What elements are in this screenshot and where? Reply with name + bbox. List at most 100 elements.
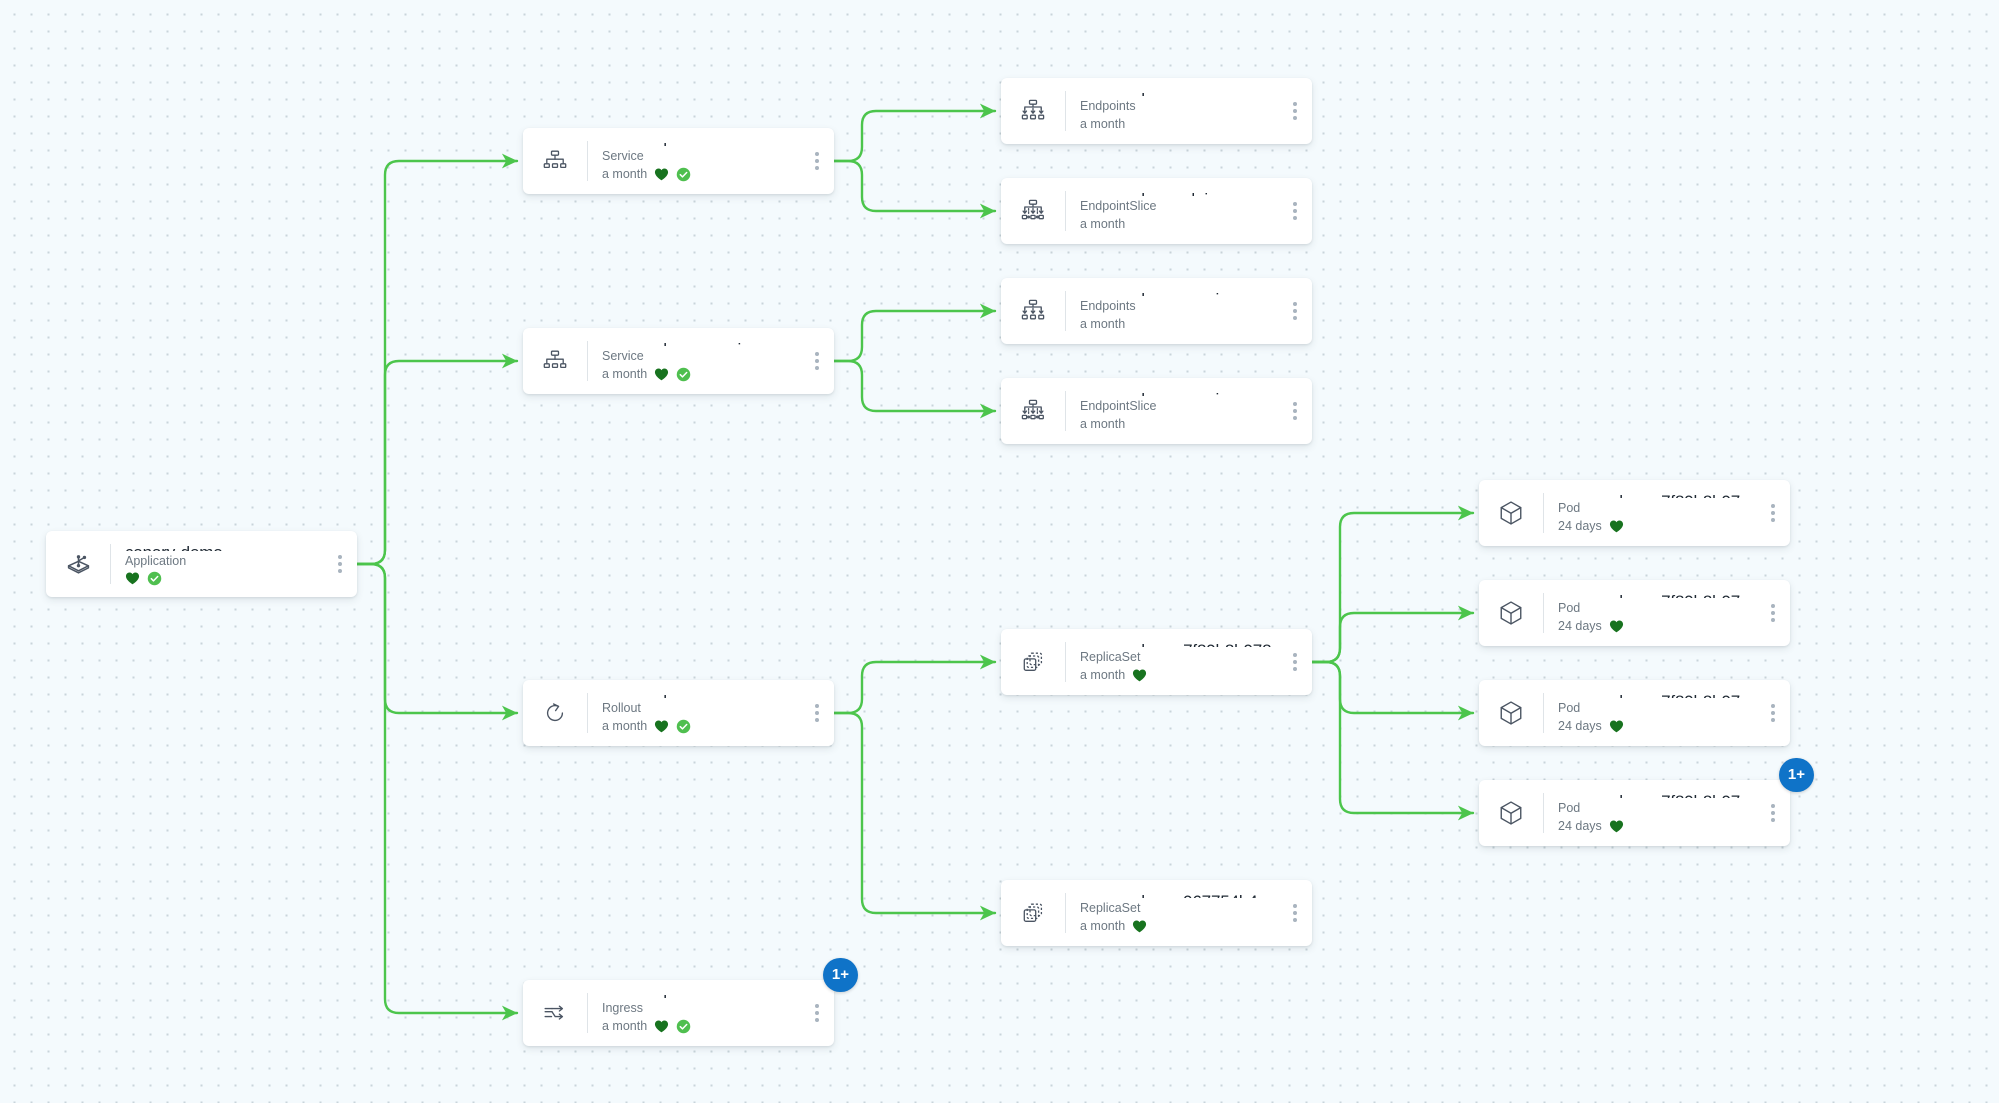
node-divider	[587, 141, 588, 181]
node-body: canary-demo Service a month	[588, 128, 804, 194]
resource-node-endpointslice-preview[interactable]: canary-demo-preview-v... EndpointSlice a…	[1001, 378, 1312, 444]
node-meta: a month	[1080, 667, 1282, 684]
node-kebab-menu-button[interactable]	[804, 128, 830, 194]
resource-node-ingress[interactable]: canary-demo Ingress a month 1+	[523, 958, 858, 1054]
node-kebab-menu-button[interactable]	[804, 980, 830, 1046]
node-kebab-menu-button[interactable]	[1282, 629, 1308, 695]
kebab-dot	[815, 1004, 819, 1008]
node-kebab-menu-button[interactable]	[1282, 880, 1308, 946]
node-meta: a month	[602, 718, 804, 735]
node-age: 24 days	[1558, 819, 1602, 833]
pod-icon	[1479, 680, 1543, 746]
node-title: canary-demo-7f89b8b978	[1080, 640, 1282, 647]
kebab-dot	[1293, 653, 1297, 657]
node-body: canary-demo-preview Service a month	[588, 328, 804, 394]
health-heart-icon	[654, 367, 669, 382]
node-title: canary-demo-preview	[1080, 289, 1282, 296]
node-age: a month	[602, 167, 648, 181]
node-meta: 24 days	[1558, 518, 1760, 535]
sync-check-icon	[676, 167, 691, 182]
pod-icon	[1479, 780, 1543, 846]
resource-node-endpointslice[interactable]: canary-demo-clpjw EndpointSlice a month	[1001, 178, 1312, 244]
service-icon	[523, 128, 587, 194]
node-kind: ReplicaSet	[1080, 650, 1141, 664]
node-title: canary-demo-7f89b8b97...	[1558, 791, 1760, 798]
pod-icon	[1479, 580, 1543, 646]
node-divider	[587, 993, 588, 1033]
resource-node-rollout[interactable]: canary-demo Rollout a month	[523, 680, 834, 746]
collapsed-children-badge[interactable]: 1+	[1778, 758, 1814, 792]
resource-node-application[interactable]: canary-demo Application	[46, 531, 357, 597]
node-title: canary-demo	[602, 691, 804, 698]
kebab-dot	[815, 718, 819, 722]
kebab-dot	[1771, 518, 1775, 522]
endpointslice-icon	[1001, 378, 1065, 444]
endpoints-icon	[1001, 278, 1065, 344]
health-heart-icon	[125, 571, 140, 586]
node-divider	[1065, 642, 1066, 682]
resource-node-pod-3[interactable]: canary-demo-7f89b8b97... Pod 24 days	[1479, 680, 1790, 746]
node-kebab-menu-button[interactable]	[1760, 480, 1786, 546]
node-meta: 24 days	[1558, 718, 1760, 735]
replicaset-icon	[1001, 880, 1065, 946]
resource-node-pod-4[interactable]: canary-demo-7f89b8b97... Pod 24 days 1+	[1479, 758, 1814, 854]
resource-node-service-preview[interactable]: canary-demo-preview Service a month	[523, 328, 834, 394]
node-kind: Ingress	[602, 1001, 643, 1015]
node-title: canary-demo-967754b4c	[1080, 891, 1282, 898]
node-age: a month	[1080, 919, 1126, 933]
sync-check-icon	[676, 367, 691, 382]
node-title: canary-demo-preview-v...	[1080, 389, 1282, 396]
kebab-dot	[1293, 911, 1297, 915]
resource-node-pod-1[interactable]: canary-demo-7f89b8b97... Pod 24 days	[1479, 480, 1790, 546]
health-heart-icon	[654, 1019, 669, 1034]
node-meta: 24 days	[1558, 618, 1760, 635]
node-title: canary-demo	[602, 139, 804, 146]
node-kebab-menu-button[interactable]	[327, 531, 353, 597]
node-divider	[1543, 693, 1544, 733]
node-kind: Rollout	[602, 701, 641, 715]
node-kebab-menu-button[interactable]	[804, 328, 830, 394]
pod-icon	[1479, 480, 1543, 546]
kebab-dot	[1293, 409, 1297, 413]
node-kebab-menu-button[interactable]	[1282, 378, 1308, 444]
kebab-dot	[1771, 618, 1775, 622]
node-body: canary-demo-clpjw EndpointSlice a month	[1066, 178, 1282, 244]
resource-node-endpoints-preview[interactable]: canary-demo-preview Endpoints a month	[1001, 278, 1312, 344]
node-divider	[1543, 793, 1544, 833]
resource-node-replicaset-2[interactable]: canary-demo-967754b4c ReplicaSet a month	[1001, 880, 1312, 946]
kebab-dot	[1293, 302, 1297, 306]
kebab-dot	[1771, 718, 1775, 722]
node-kebab-menu-button[interactable]	[1282, 78, 1308, 144]
sync-check-icon	[676, 1019, 691, 1034]
node-kind: Pod	[1558, 701, 1581, 715]
rollout-icon	[523, 680, 587, 746]
kebab-dot	[1293, 402, 1297, 406]
node-kebab-menu-button[interactable]	[1282, 178, 1308, 244]
resource-node-replicaset-1[interactable]: canary-demo-7f89b8b978 ReplicaSet a mont…	[1001, 629, 1312, 695]
resource-node-endpoints[interactable]: canary-demo Endpoints a month	[1001, 78, 1312, 144]
node-kebab-menu-button[interactable]	[1282, 278, 1308, 344]
resource-node-pod-2[interactable]: canary-demo-7f89b8b97... Pod 24 days	[1479, 580, 1790, 646]
node-kebab-menu-button[interactable]	[1760, 580, 1786, 646]
node-kebab-menu-button[interactable]	[804, 680, 830, 746]
kebab-dot	[1771, 804, 1775, 808]
node-age: a month	[1080, 217, 1126, 231]
kebab-dot	[1771, 818, 1775, 822]
kebab-dot	[815, 366, 819, 370]
node-kind: Endpoints	[1080, 299, 1136, 313]
collapsed-children-badge[interactable]: 1+	[822, 958, 858, 992]
node-kind: Pod	[1558, 801, 1581, 815]
node-age: a month	[1080, 317, 1126, 331]
node-kebab-menu-button[interactable]	[1760, 680, 1786, 746]
node-body: canary-demo Application	[111, 531, 327, 597]
node-age: 24 days	[1558, 519, 1602, 533]
node-kind: EndpointSlice	[1080, 199, 1157, 213]
kebab-dot	[815, 166, 819, 170]
kebab-dot	[338, 569, 342, 573]
resource-node-service[interactable]: canary-demo Service a month	[523, 128, 834, 194]
endpointslice-icon	[1001, 178, 1065, 244]
node-kebab-menu-button[interactable]	[1760, 780, 1786, 846]
health-heart-icon	[654, 167, 669, 182]
